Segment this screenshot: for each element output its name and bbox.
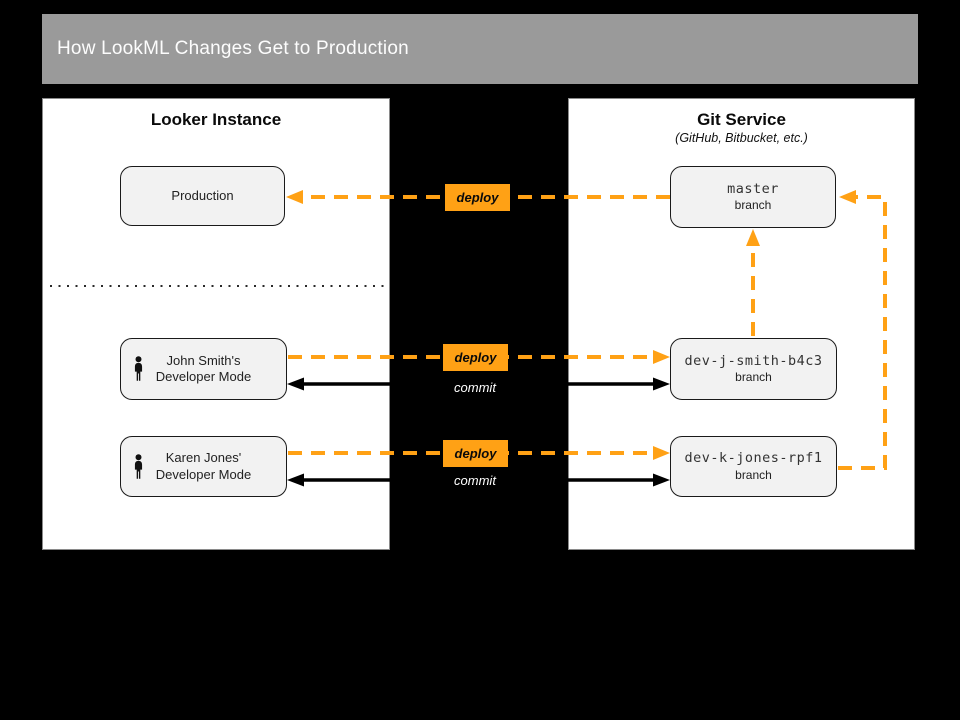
commit-label: commit [454,380,496,395]
person-icon [132,356,145,383]
dev-node-label-line1: John Smith's [166,352,241,368]
branch-name: dev-j-smith-b4c3 [684,352,823,369]
branch-name: master [727,180,779,197]
branch-node-dev-j-smith: dev-j-smith-b4c3 branch [670,338,837,400]
person-icon [132,453,145,480]
git-panel-title: Git Service [697,110,786,129]
commit-label: commit [454,473,496,488]
deploy-label: deploy [443,440,508,467]
page-title: How LookML Changes Get to Production [57,38,409,59]
deploy-label: deploy [445,184,510,211]
branch-name: dev-k-jones-rpf1 [684,450,823,467]
dev-node-label-line2: Developer Mode [155,466,252,482]
header-bar: How LookML Changes Get to Production [42,14,918,84]
branch-node-master: master branch [670,166,836,228]
production-node-label: Production [171,187,234,203]
branch-sublabel: branch [735,370,772,385]
branch-sublabel: branch [734,198,772,213]
branch-sublabel: branch [735,467,772,482]
dev-node-john-smith: John Smith's Developer Mode [120,338,287,400]
dev-node-label-line1: Karen Jones' [165,450,242,466]
dev-node-label-line2: Developer Mode [155,369,252,384]
branch-node-dev-k-jones: dev-k-jones-rpf1 branch [670,436,837,497]
dev-node-karen-jones: Karen Jones' Developer Mode [120,436,287,497]
deploy-label: deploy [443,344,508,371]
looker-panel-title: Looker Instance [150,110,282,129]
git-panel-subtitle: (GitHub, Bitbucket, etc.) [675,131,808,145]
production-node: Production [120,166,285,226]
